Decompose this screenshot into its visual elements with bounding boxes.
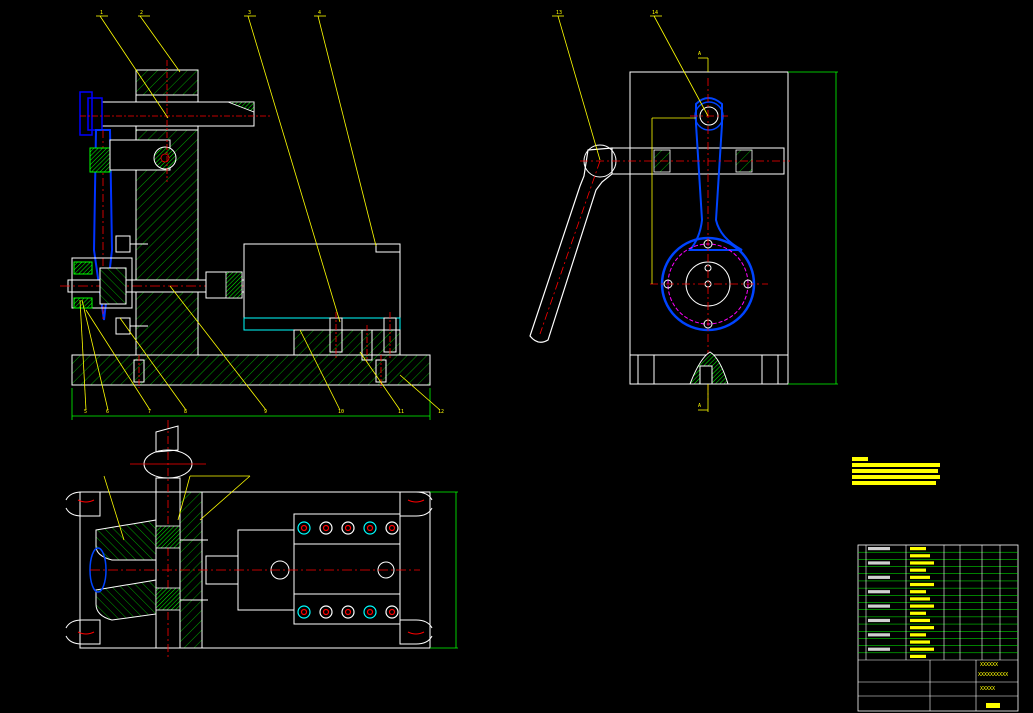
bom-code-bar	[868, 575, 890, 579]
leader-lines-front	[79, 15, 441, 411]
top-view	[65, 420, 458, 660]
svg-text:2: 2	[140, 10, 143, 16]
bom-cell-bar	[910, 611, 926, 615]
svg-text:6: 6	[106, 409, 109, 415]
mounting-holes	[297, 521, 399, 619]
svg-text:10: 10	[338, 409, 344, 415]
svg-text:5: 5	[84, 409, 87, 415]
bom-code-bar	[868, 547, 890, 551]
bom-cell-bar	[910, 618, 930, 623]
technical-notes	[852, 457, 940, 485]
bom-cell-bar	[910, 633, 926, 637]
svg-text:4: 4	[318, 10, 321, 16]
svg-text:A: A	[698, 51, 701, 57]
bom-cell-bar	[910, 547, 926, 551]
bom-code-bar	[868, 604, 890, 608]
svg-text:11: 11	[398, 409, 404, 415]
bom-cell-bar	[910, 647, 934, 651]
svg-text:3: 3	[248, 10, 251, 16]
svg-text:1: 1	[100, 10, 103, 16]
bom-cell-bar	[910, 604, 934, 608]
bom-cell-bar	[910, 640, 930, 644]
cylinder-block	[243, 243, 401, 319]
svg-text:14: 14	[652, 10, 658, 16]
title-block: XXXXXX XXXXXXXXXX XXXXX	[857, 544, 1019, 712]
bom-code-bar	[868, 633, 890, 637]
bom-cell-bar	[910, 590, 926, 594]
bom-cell-bar	[910, 561, 934, 565]
top-shaft	[91, 101, 255, 127]
bom-code-bar	[868, 590, 890, 594]
side-view: 13 14 A A	[529, 10, 838, 412]
bom-cell-bar	[910, 654, 926, 658]
bom-code-bar	[868, 561, 890, 565]
svg-text:13: 13	[556, 10, 562, 16]
svg-text:A: A	[698, 403, 701, 409]
bom-cell-bar	[910, 626, 934, 630]
sheet-label: XXXXX	[980, 686, 995, 692]
svg-text:12: 12	[438, 409, 444, 415]
bom-code-bar	[868, 647, 890, 651]
bom-cell-bar	[910, 568, 926, 572]
drawing-title: XXXXXXXXXX	[978, 672, 1008, 678]
bom-cell-bar	[910, 597, 930, 601]
svg-text:8: 8	[184, 409, 187, 415]
fixture-body	[629, 71, 789, 385]
svg-text:9: 9	[264, 409, 267, 415]
bom-code-bar	[868, 618, 890, 623]
bom-cell-bar	[910, 582, 934, 587]
svg-text:7: 7	[148, 409, 151, 415]
bom-cell-bar	[910, 554, 930, 558]
company-name: XXXXXX	[980, 662, 998, 668]
clamp-lever[interactable]	[529, 147, 613, 343]
bom-cell-bar	[910, 575, 930, 579]
connecting-rod-side	[687, 97, 743, 251]
